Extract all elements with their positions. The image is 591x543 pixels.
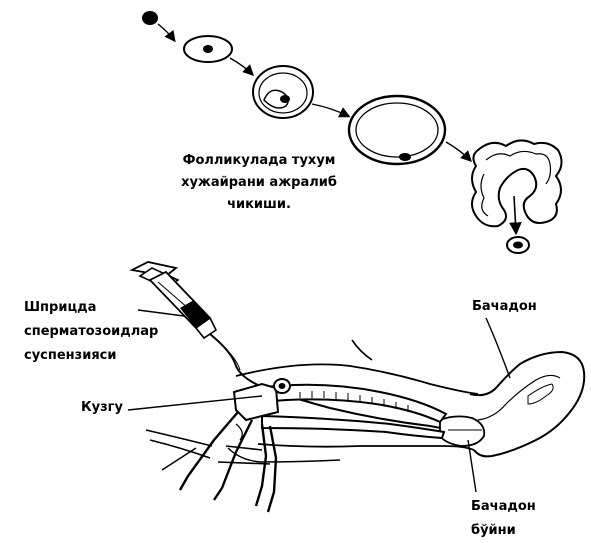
uterus <box>470 352 584 456</box>
follicle-caption: Фолликулада тухум хужайрани ажралиб чики… <box>174 150 344 216</box>
oocyte-stage-1 <box>142 11 158 25</box>
release-arrow <box>514 196 516 232</box>
arrow-2 <box>230 58 252 74</box>
syringe-label-line-3: суспензияси <box>24 344 158 368</box>
cervix-label-line-1: Бачадон <box>471 495 536 519</box>
follicle-stage-4 <box>349 96 445 164</box>
speculum-label: Кузгу <box>81 401 123 415</box>
leader-uterus <box>486 318 510 378</box>
follicle-caption-line-2: хужайрани ажралиб <box>174 172 344 194</box>
arrow-4 <box>446 142 470 160</box>
syringe-label: Шприцда сперматозоидлар суспензияси <box>24 296 158 368</box>
cervix-label: Бачадон бўйни <box>471 495 536 543</box>
follicle-stage-3 <box>253 66 313 118</box>
released-ovum <box>507 237 529 253</box>
cervix-label-line-2: бўйни <box>471 519 536 543</box>
syringe-label-line-1: Шприцда <box>24 296 158 320</box>
syringe-label-line-2: сперматозоидлар <box>24 320 158 344</box>
arrow-1 <box>158 24 174 40</box>
follicle-sequence <box>142 11 562 253</box>
follicle-caption-line-1: Фолликулада тухум <box>174 150 344 172</box>
arrow-3 <box>312 104 348 116</box>
follicle-stage-2 <box>184 36 232 62</box>
follicle-caption-line-3: чикиши. <box>174 194 344 216</box>
cervix <box>440 416 484 446</box>
follicle-ruptured <box>472 140 562 226</box>
uterus-label: Бачадон <box>472 300 537 314</box>
